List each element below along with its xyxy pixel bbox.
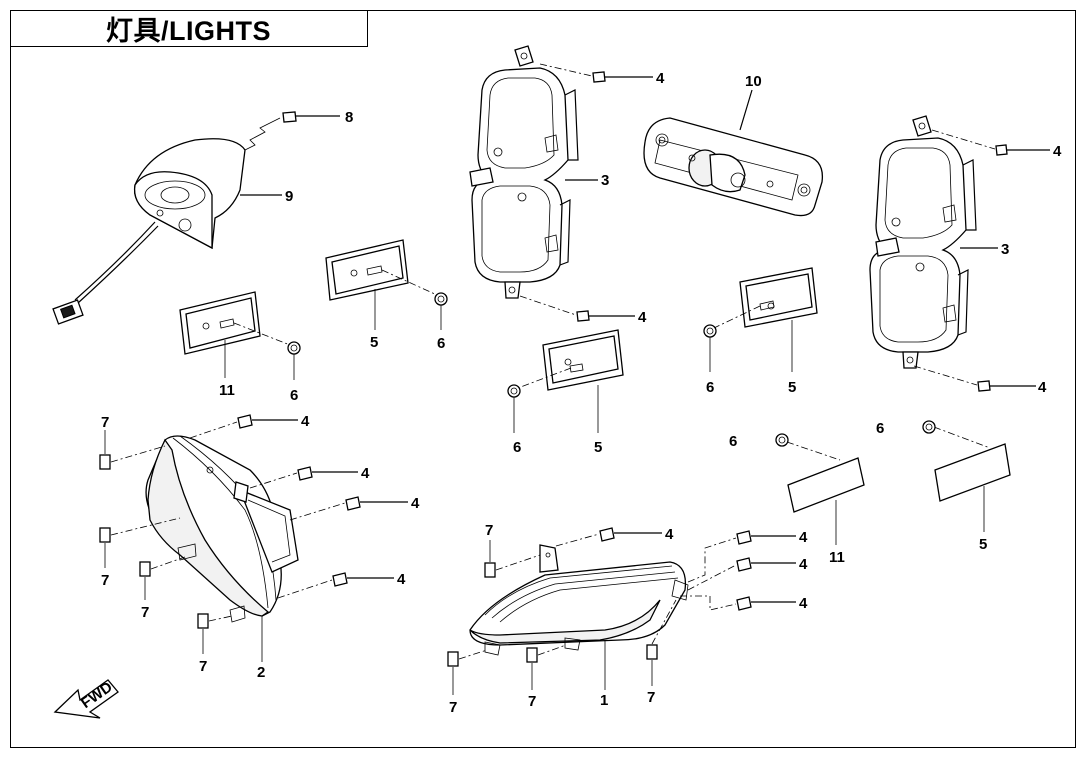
- callout-5: 5: [979, 536, 987, 553]
- callout-4: 4: [411, 495, 420, 512]
- callout-7: 7: [528, 693, 536, 710]
- fwd-arrow-icon: FWD: [53, 678, 119, 719]
- callouts: 1 2 3 3 4 4 4 4 4 4 4 4 4 4 4 4 5 5 5 5 …: [101, 70, 1062, 716]
- callout-4: 4: [799, 595, 808, 612]
- callout-6: 6: [437, 335, 445, 352]
- diagram-frame: [10, 10, 1076, 748]
- clips-part-7: [99, 430, 677, 695]
- callout-6: 6: [706, 379, 714, 396]
- callout-5: 5: [370, 334, 378, 351]
- callout-6: 6: [729, 433, 737, 450]
- callout-9: 9: [285, 188, 293, 205]
- callout-6: 6: [290, 387, 298, 404]
- callout-4: 4: [1038, 379, 1047, 396]
- license-lamp-part-10: [643, 117, 824, 217]
- callout-5: 5: [788, 379, 796, 396]
- leader-lines: [240, 89, 998, 690]
- reflector-part-11-left: [179, 291, 301, 380]
- tail-lamp-housing-part-3-center: [469, 45, 579, 299]
- callout-6: 6: [876, 420, 884, 437]
- callout-4: 4: [799, 529, 808, 546]
- callout-7: 7: [449, 699, 457, 716]
- callout-11: 11: [219, 382, 235, 399]
- callout-4: 4: [665, 526, 674, 543]
- title-box: 灯具/LIGHTS: [10, 10, 368, 47]
- callout-4: 4: [799, 556, 808, 573]
- screws-part-4: [189, 63, 1050, 611]
- callout-3: 3: [1001, 241, 1009, 258]
- lamp-part-9: [52, 117, 281, 325]
- callout-7: 7: [141, 604, 149, 621]
- callout-4: 4: [301, 413, 310, 430]
- screw-part-8: [282, 111, 340, 123]
- callout-7: 7: [485, 522, 493, 539]
- diagram-title: 灯具/LIGHTS: [106, 15, 271, 46]
- callout-4: 4: [397, 571, 406, 588]
- tail-lamp-housing-part-3-right: [869, 115, 977, 369]
- reflector-part-11-right: [775, 433, 865, 545]
- callout-2: 2: [257, 664, 265, 681]
- callout-10: 10: [745, 73, 762, 90]
- callout-11: 11: [829, 549, 845, 566]
- callout-4: 4: [361, 465, 370, 482]
- callout-4: 4: [656, 70, 665, 87]
- callout-7: 7: [101, 414, 109, 431]
- callout-1: 1: [600, 692, 608, 709]
- callout-3: 3: [601, 172, 609, 189]
- callout-7: 7: [647, 689, 655, 706]
- callout-8: 8: [345, 109, 353, 126]
- reflector-part-5-right: [703, 267, 818, 372]
- callout-4: 4: [1053, 143, 1062, 160]
- headlamp-part-1: [469, 544, 689, 656]
- reflector-part-5-upper: [325, 239, 448, 330]
- headlamp-part-2: [145, 435, 299, 623]
- callout-7: 7: [199, 658, 207, 675]
- callout-6: 6: [513, 439, 521, 456]
- reflector-part-5-center: [507, 329, 624, 433]
- callout-5: 5: [594, 439, 602, 456]
- callout-4: 4: [638, 309, 647, 326]
- reflector-part-5-far-right: [922, 420, 1011, 532]
- callout-7: 7: [101, 572, 109, 589]
